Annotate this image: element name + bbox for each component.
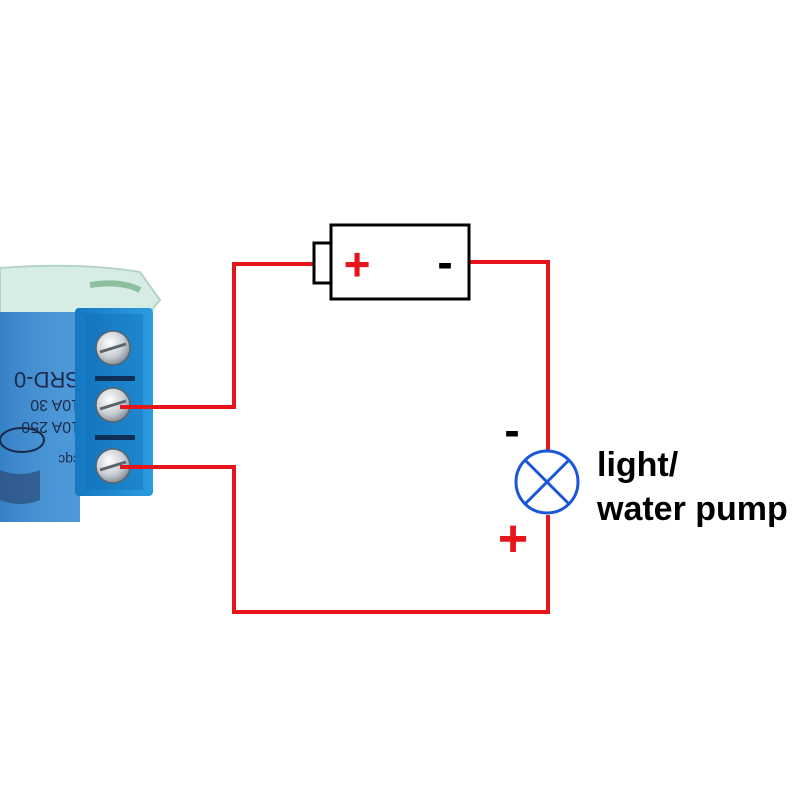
wire-terminal-to-battery-plus xyxy=(120,262,314,409)
wire-battery-minus-to-load xyxy=(470,260,550,450)
wire-load-to-terminal xyxy=(120,465,550,614)
circuit-wires xyxy=(120,260,550,614)
relay-module: SRD-0 10A 30 10A 250 cqc xyxy=(0,264,162,522)
battery-plus-label: + xyxy=(344,238,371,290)
terminal-screw-1 xyxy=(95,330,131,366)
load-minus-label: - xyxy=(504,404,519,456)
relay-model-text: SRD-0 xyxy=(14,367,80,392)
load-plus-label: + xyxy=(498,510,528,568)
battery-terminal-nub xyxy=(312,241,334,285)
relay-logo-text: cqc xyxy=(58,452,80,468)
lamp-symbol xyxy=(514,449,580,515)
load-label-line1: light/ xyxy=(597,446,679,484)
relay-rating-line2: 10A 250 xyxy=(21,418,80,435)
battery-body xyxy=(329,223,471,301)
relay-cqc-mark xyxy=(0,427,45,453)
terminal-screw-2 xyxy=(95,387,131,423)
load-label-line2: water pump xyxy=(596,490,788,528)
battery-symbol: + - xyxy=(312,223,471,301)
relay-rating-line1: 10A 30 xyxy=(30,396,80,413)
battery-minus-label: - xyxy=(437,236,452,288)
relay-plastic-cover xyxy=(0,264,162,320)
